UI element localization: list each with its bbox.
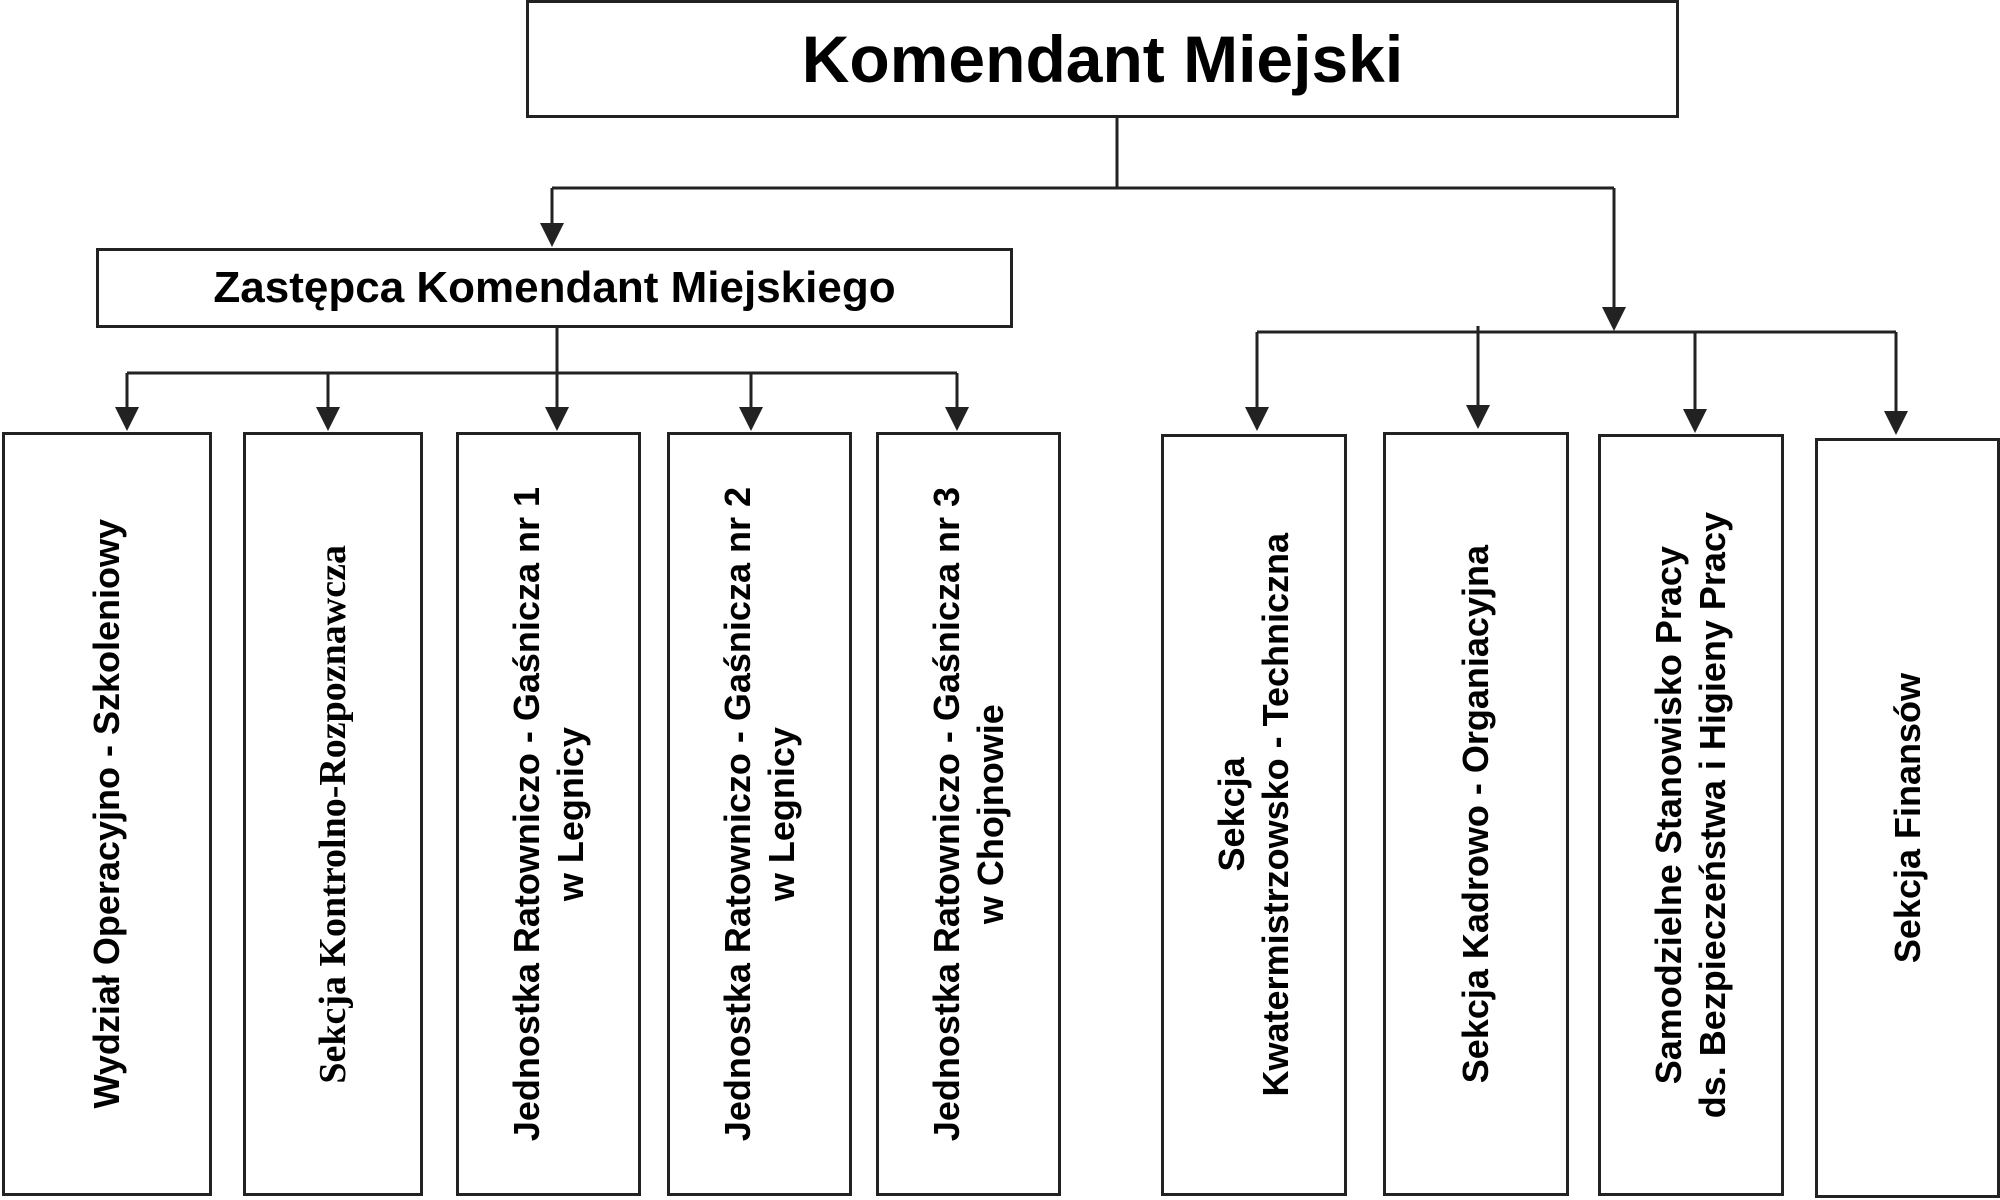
unit-box-kontrolno-rozpoznawcza: Sekcja Kontrolno-Rozpoznawcza <box>243 432 423 1196</box>
unit-label: Wydział Operacyjno - Szkoleniowy <box>86 519 127 1109</box>
deputy-box: Zastępca Komendant Miejskiego <box>96 248 1013 328</box>
unit-label: Sekcja Kadrowo - Organiacyjna <box>1455 544 1496 1084</box>
komendant-label: Komendant Miejski <box>801 22 1404 96</box>
unit-box-kadrowo-organizacyjna: Sekcja Kadrowo - Organiacyjna <box>1383 432 1569 1196</box>
unit-box-jrg-2: Jednostka Ratowniczo - Gaśnicza nr 2 w L… <box>667 432 852 1196</box>
unit-label: Jednostka Ratowniczo - Gaśnicza nr 1 w L… <box>505 486 591 1142</box>
unit-label: Jednostka Ratowniczo - Gaśnicza nr 2 w L… <box>716 486 802 1142</box>
unit-box-finansow: Sekcja Finansów <box>1815 438 2000 1198</box>
unit-label: Samodzielne Stanowisko Pracy ds. Bezpiec… <box>1648 511 1733 1119</box>
unit-box-operacyjno-szkoleniowy: Wydział Operacyjno - Szkoleniowy <box>2 432 212 1196</box>
unit-label: Sekcja Kontrolno-Rozpoznawcza <box>312 544 354 1084</box>
unit-box-kwatermistrzowsko-techniczna: Sekcja Kwatermistrzowsko - Techniczna <box>1161 434 1347 1196</box>
komendant-box: Komendant Miejski <box>526 0 1679 118</box>
unit-label: Sekcja Finansów <box>1886 672 1928 964</box>
unit-box-bhp: Samodzielne Stanowisko Pracy ds. Bezpiec… <box>1598 434 1784 1196</box>
unit-box-jrg-1: Jednostka Ratowniczo - Gaśnicza nr 1 w L… <box>456 432 641 1196</box>
unit-box-jrg-3: Jednostka Ratowniczo - Gaśnicza nr 3 w C… <box>876 432 1061 1196</box>
unit-label: Jednostka Ratowniczo - Gaśnicza nr 3 w C… <box>925 486 1011 1142</box>
unit-label: Sekcja Kwatermistrzowsko - Techniczna <box>1211 533 1296 1097</box>
deputy-label: Zastępca Komendant Miejskiego <box>213 263 896 312</box>
